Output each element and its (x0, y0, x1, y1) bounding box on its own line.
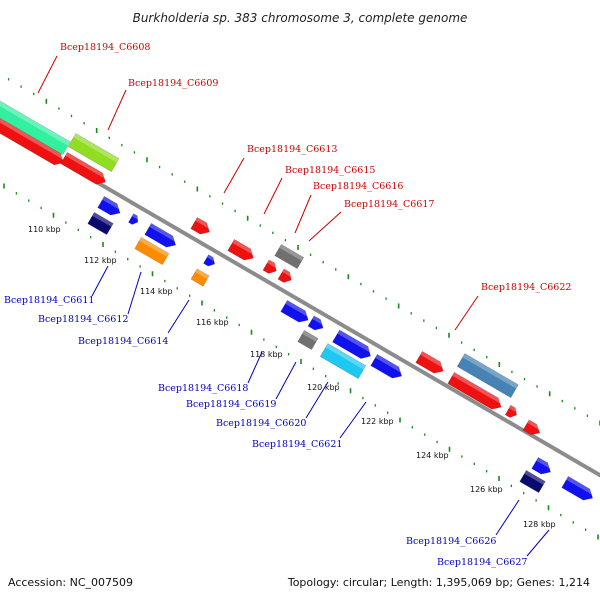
label-c6609: Bcep18194_C6609 (128, 78, 218, 89)
kbp-label: 122 kbp (361, 417, 394, 426)
label-c6619: Bcep18194_C6619 (186, 399, 276, 410)
accession-text: Accession: NC_007509 (8, 576, 133, 589)
gene-c6613 (190, 217, 213, 235)
kbp-label: 114 kbp (140, 287, 173, 296)
kbp-label: 116 kbp (196, 318, 229, 327)
gene-c6617 (277, 268, 295, 283)
kbp-label: 110 kbp (28, 225, 61, 234)
label-c6615-leader (263, 177, 283, 215)
forward-tick-row (7, 78, 600, 426)
gene-reverse-c (144, 223, 179, 248)
label-c6622-leader (454, 295, 479, 331)
gene-c6616 (262, 259, 280, 274)
label-c6618: Bcep18194_C6618 (158, 383, 248, 394)
label-c6620-leader (305, 381, 329, 419)
label-c6617-leader (308, 211, 342, 242)
gene-reverse-b (128, 213, 141, 225)
gene-reverse-d (203, 254, 218, 267)
kbp-label: 128 kbp (523, 520, 556, 529)
label-c6609-leader (107, 89, 127, 131)
gene-c6611 (87, 212, 114, 236)
label-c6620: Bcep18194_C6620 (216, 418, 306, 429)
label-c6618-leader (247, 351, 263, 384)
label-c6613: Bcep18194_C6613 (247, 144, 337, 155)
gene-forward-b (60, 152, 109, 185)
gene-forward-d (415, 351, 447, 374)
kbp-label: 112 kbp (84, 256, 117, 265)
kbp-label: 118 kbp (250, 350, 283, 359)
tick-rows (3, 78, 600, 540)
kbp-scale-labels: 110 kbp 112 kbp 114 kbp 116 kbp 118 kbp 120 k… (28, 225, 556, 529)
gene-c6612 (134, 237, 170, 266)
label-c6621-leader (339, 401, 367, 439)
gene-forward-f (504, 404, 520, 418)
gene-c6626 (519, 470, 546, 494)
label-c6614-leader (167, 299, 190, 334)
kbp-label: 120 kbp (307, 383, 340, 392)
gene-c6619 (297, 330, 319, 351)
label-c6619-leader (275, 361, 297, 400)
label-c6611-leader (91, 265, 109, 297)
label-c6614: Bcep18194_C6614 (78, 336, 168, 347)
gene-c6614 (190, 268, 210, 287)
gene-c6620 (319, 343, 367, 379)
gene-forward-c (227, 239, 257, 261)
gene-forward-e (447, 372, 505, 410)
gene-reverse-g (531, 457, 554, 475)
genome-summary-text: Topology: circular; Length: 1,395,069 bp… (287, 576, 590, 589)
label-c6615: Bcep18194_C6615 (285, 165, 375, 176)
gene-c6622 (456, 353, 519, 398)
gene-c6608 (0, 91, 71, 156)
reverse-tick-row (3, 183, 599, 540)
gene-reverse-e (307, 315, 327, 331)
gene-c6615 (274, 244, 305, 270)
label-c6608: Bcep18194_C6608 (60, 42, 150, 53)
gene-reverse-a (97, 196, 124, 216)
gene-c6609 (67, 133, 120, 172)
label-c6622: Bcep18194_C6622 (481, 282, 571, 293)
gene-callouts: Bcep18194_C6608Bcep18194_C6609Bcep18194_… (4, 42, 571, 568)
label-c6617: Bcep18194_C6617 (344, 199, 434, 210)
label-c6626-leader (495, 499, 520, 536)
label-c6611: Bcep18194_C6611 (4, 295, 94, 306)
gene-reverse-f (332, 329, 375, 359)
label-c6627: Bcep18194_C6627 (437, 557, 527, 568)
label-c6627-leader (526, 529, 550, 557)
label-c6608-leader (37, 55, 58, 94)
label-c6626: Bcep18194_C6626 (406, 536, 496, 547)
gene-c6621 (370, 354, 405, 379)
label-c6616: Bcep18194_C6616 (313, 181, 403, 192)
kbp-label: 126 kbp (470, 485, 503, 494)
label-c6621: Bcep18194_C6621 (252, 439, 342, 450)
gene-c6627 (561, 476, 596, 501)
gene-features (0, 91, 596, 501)
gene-forward-a (0, 114, 67, 166)
label-c6616-leader (294, 194, 312, 234)
map-title: Burkholderia sp. 383 chromosome 3, compl… (133, 11, 468, 25)
label-c6612: Bcep18194_C6612 (38, 314, 128, 325)
label-c6613-leader (223, 157, 245, 194)
gene-c6618 (280, 300, 312, 323)
gene-forward-g (522, 419, 543, 435)
label-c6612-leader (127, 271, 142, 315)
kbp-label: 124 kbp (416, 451, 449, 460)
